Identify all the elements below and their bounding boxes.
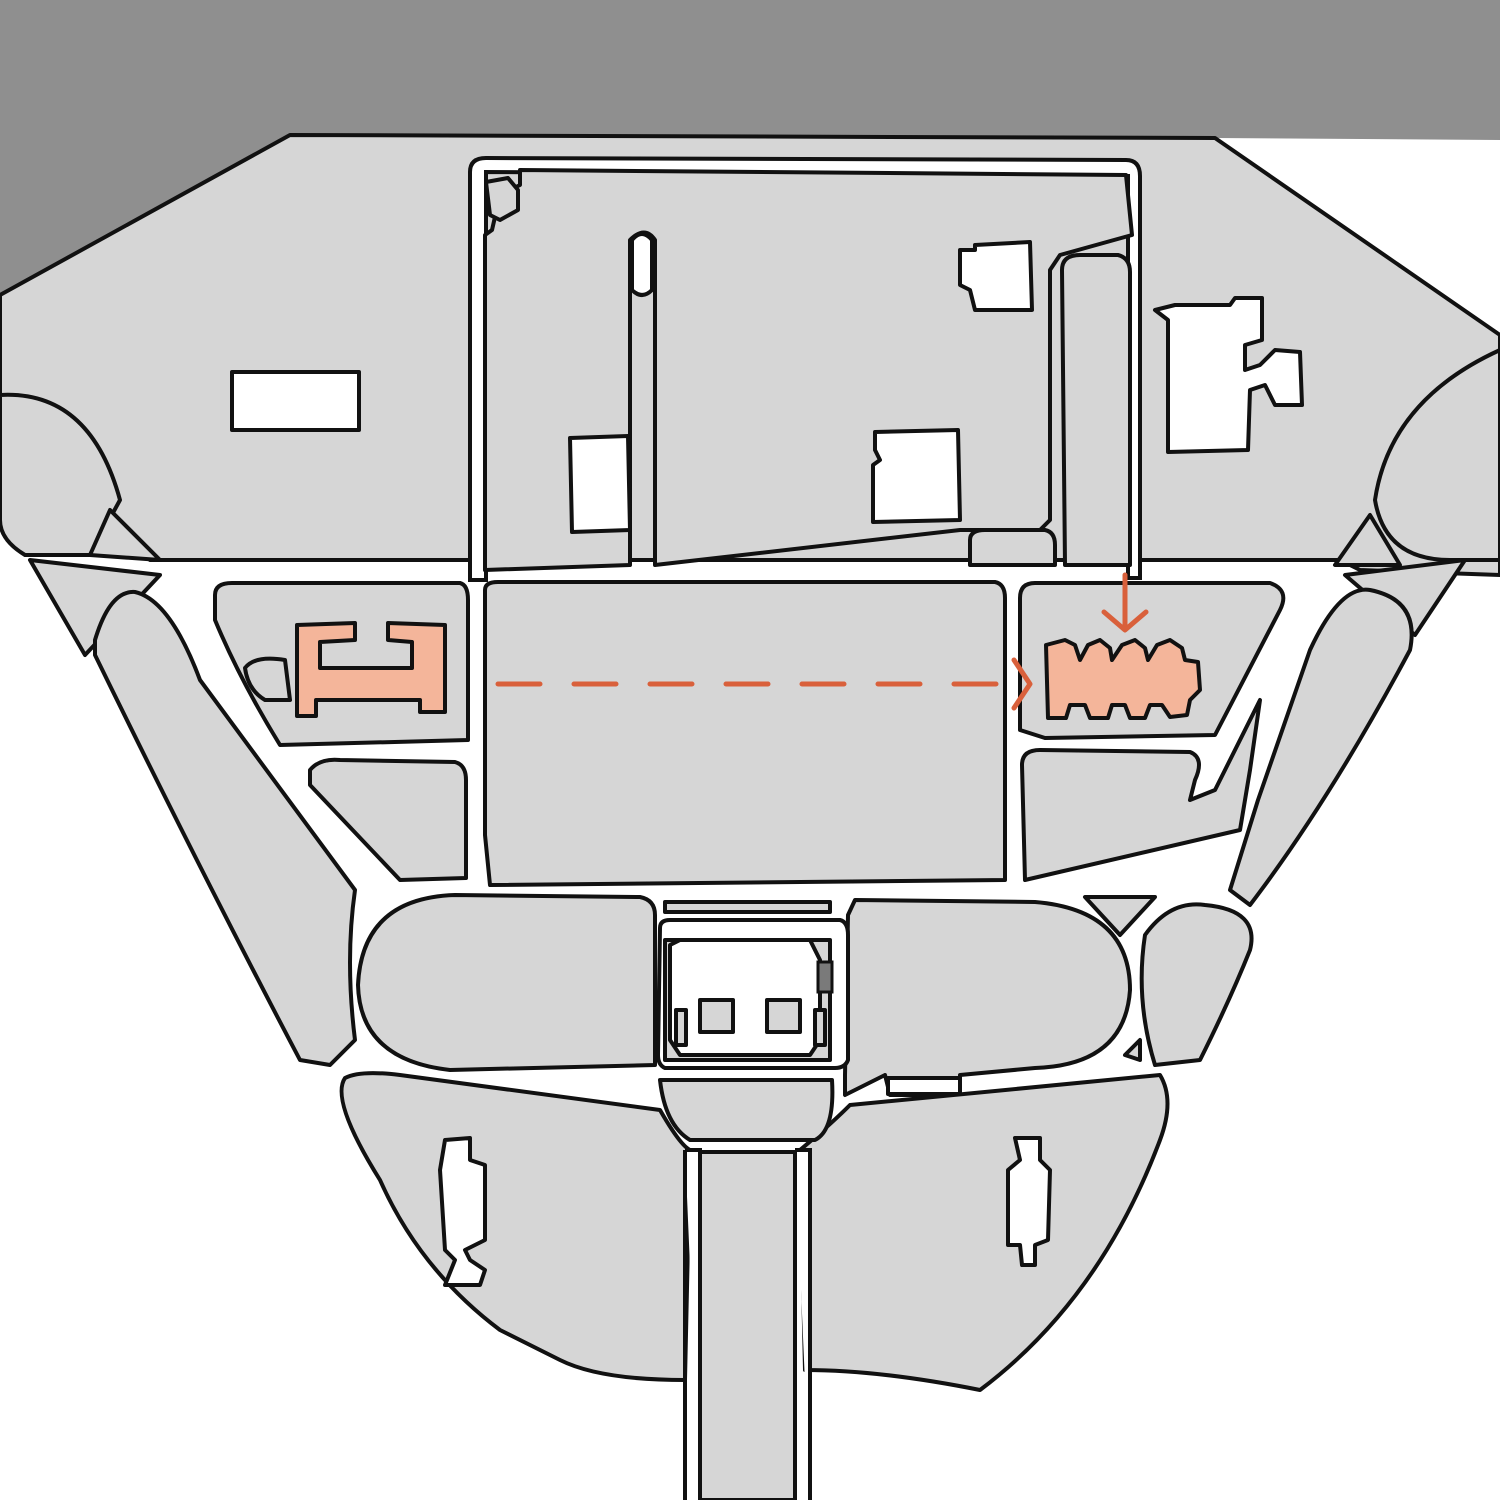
main-building-court — [668, 938, 822, 1057]
south-east-block — [798, 1073, 1170, 1392]
origin-building[interactable] — [295, 621, 447, 718]
east-triangle-block — [1333, 513, 1402, 567]
east-long-block — [1228, 587, 1414, 907]
west-long-block — [93, 589, 357, 1067]
roadside-strip — [1060, 253, 1132, 567]
east-oval-block — [1373, 348, 1500, 562]
northwest-corner-lot — [484, 176, 520, 222]
south-central-lawn — [658, 1078, 835, 1142]
tiny-triangle — [1123, 1038, 1142, 1062]
building-southeast-annex — [886, 1076, 962, 1096]
southeast-oval-block — [843, 898, 1132, 1097]
north-arrowhead — [1101, 609, 1149, 633]
south-block — [339, 1071, 692, 1382]
west-oval-block — [0, 392, 122, 557]
building-south-west — [438, 1136, 487, 1287]
building-northeast-large — [1153, 296, 1304, 454]
east-small-triangle-2 — [1083, 895, 1157, 937]
east-lower-block — [1020, 698, 1262, 882]
main-building-dark-patch — [816, 960, 834, 994]
central-mall-block — [483, 580, 1007, 887]
destination-building[interactable] — [1044, 638, 1202, 720]
building-northwest — [230, 370, 361, 432]
small-lot — [968, 528, 1057, 567]
plaza-top-strip — [663, 900, 832, 914]
water-area — [0, 0, 1500, 295]
south-avenue-median — [698, 1150, 797, 1500]
dashed-route-arrowhead — [1011, 657, 1033, 711]
building-north-center — [568, 434, 632, 534]
building-northeast-small — [958, 240, 1034, 312]
island-pond — [630, 232, 654, 297]
main-building-wing-left — [674, 1008, 688, 1047]
west-pond — [243, 656, 292, 702]
west-mid-lower-block — [308, 757, 468, 882]
main-building-room-left — [698, 998, 735, 1034]
east-small-block — [1139, 902, 1254, 1067]
main-building-wing-right — [813, 1008, 827, 1047]
west-triangle-block — [88, 508, 162, 562]
southwest-oval-block — [356, 893, 657, 1072]
north-loop-road — [468, 155, 1142, 582]
main-building-room-right — [765, 998, 802, 1034]
building-south-east — [1006, 1136, 1052, 1267]
building-north-east — [871, 428, 962, 524]
